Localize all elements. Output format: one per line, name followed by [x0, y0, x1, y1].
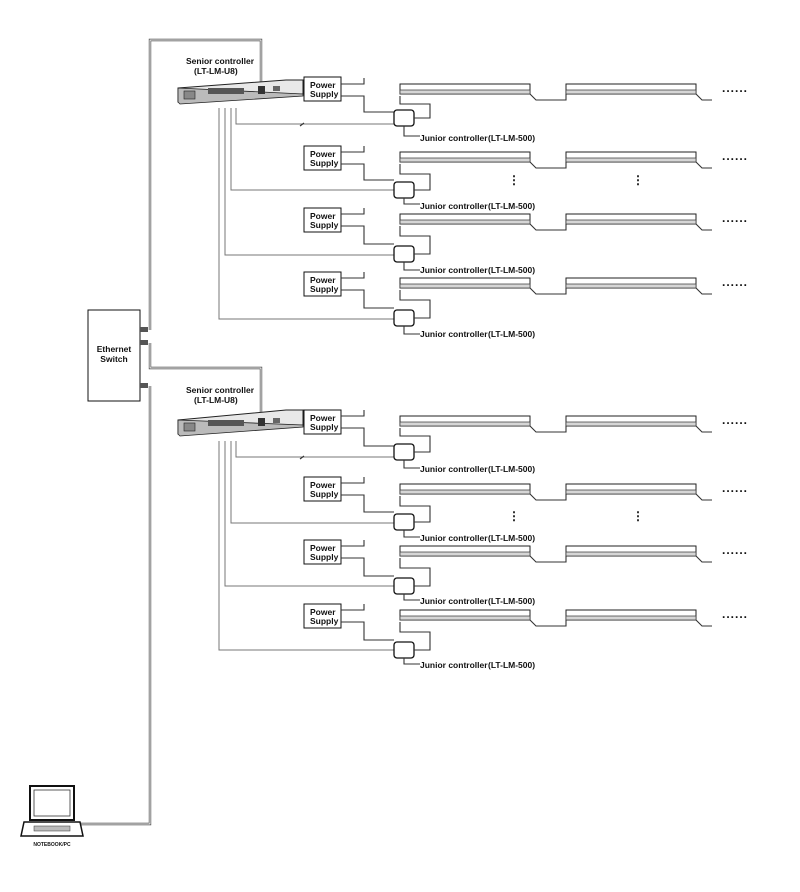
svg-text:Power: Power	[310, 607, 336, 617]
svg-text:Supply: Supply	[310, 220, 339, 230]
ethernet-backbone	[80, 38, 263, 826]
controller-group-1: Senior controller (LT-LM-U8) Power Suppl…	[177, 56, 748, 339]
svg-text:Power: Power	[310, 480, 336, 490]
light-bar-row-1b: ......	[399, 149, 748, 169]
power-supply-2c: Power Supply	[303, 539, 394, 577]
svg-text:Power: Power	[310, 275, 336, 285]
junior-controller-2b: Junior controller (LT-LM-500)	[393, 496, 535, 543]
junior-controller-label: Junior controller	[420, 133, 488, 143]
svg-text:Supply: Supply	[310, 422, 339, 432]
svg-text:Junior controller: Junior controller	[420, 660, 488, 670]
senior-controller-1-name: Senior controller	[186, 56, 255, 66]
junior-controller-model: (LT-LM-500)	[488, 133, 535, 143]
svg-text:⋮: ⋮	[508, 509, 521, 523]
svg-text:Power: Power	[310, 211, 336, 221]
light-bar-row-2a: ......	[399, 413, 748, 433]
svg-text:Junior controller: Junior controller	[420, 596, 488, 606]
power-supply-1d: Power Supply	[303, 271, 394, 309]
svg-text:Supply: Supply	[310, 552, 339, 562]
svg-text:(LT-LM-500): (LT-LM-500)	[488, 329, 535, 339]
junior-controller-2d: Junior controller (LT-LM-500)	[393, 622, 535, 670]
power-supply-1a: Power Supply	[303, 76, 394, 113]
svg-text:......: ......	[722, 211, 748, 225]
power-supply-label-line1: Power	[310, 80, 336, 90]
senior-controller-1	[177, 79, 304, 105]
notebook-label: NOTEBOOK/PC	[33, 842, 71, 848]
svg-text:Supply: Supply	[310, 616, 339, 626]
light-bar-row-2c: ......	[399, 543, 748, 563]
svg-text:(LT-LM-500): (LT-LM-500)	[488, 533, 535, 543]
junior-controller-1a: Junior controller (LT-LM-500)	[393, 96, 535, 143]
junior-controller-2c: Junior controller (LT-LM-500)	[393, 558, 535, 606]
controller-group-2: Senior controller (LT-LM-U8) Power Suppl…	[177, 385, 748, 670]
svg-text:(LT-LM-500): (LT-LM-500)	[488, 660, 535, 670]
ethernet-switch-label-line1: Ethernet	[97, 344, 132, 354]
svg-text:(LT-LM-500): (LT-LM-500)	[488, 265, 535, 275]
svg-text:......: ......	[722, 413, 748, 427]
svg-text:Power: Power	[310, 413, 336, 423]
power-supply-2a: Power Supply	[303, 409, 394, 447]
svg-text:(LT-LM-500): (LT-LM-500)	[488, 464, 535, 474]
svg-text:......: ......	[722, 543, 748, 557]
svg-text:⋮: ⋮	[632, 509, 645, 523]
svg-text:Junior controller: Junior controller	[420, 464, 488, 474]
svg-text:Power: Power	[310, 543, 336, 553]
power-supply-2d: Power Supply	[303, 603, 394, 641]
svg-text:Junior controller: Junior controller	[420, 329, 488, 339]
light-bar-row-1d: ......	[399, 275, 748, 295]
power-supply-1b: Power Supply	[303, 145, 394, 181]
senior-controller-2-name: Senior controller	[186, 385, 255, 395]
svg-text:⋮: ⋮	[508, 173, 521, 187]
light-bar-row-2b: ......	[399, 481, 748, 501]
svg-text:Power: Power	[310, 149, 336, 159]
svg-text:Supply: Supply	[310, 284, 339, 294]
power-supply-label-line2: Supply	[310, 89, 339, 99]
notebook-pc: NOTEBOOK/PC	[20, 785, 84, 848]
svg-text:(LT-LM-500): (LT-LM-500)	[488, 596, 535, 606]
senior-controller-2	[177, 409, 304, 437]
svg-text:......: ......	[722, 81, 748, 95]
ethernet-switch-label-line2: Switch	[100, 354, 127, 364]
svg-text:......: ......	[722, 275, 748, 289]
junior-controller-1b: Junior controller (LT-LM-500)	[393, 164, 535, 211]
svg-text:......: ......	[722, 607, 748, 621]
svg-text:......: ......	[722, 481, 748, 495]
svg-text:Supply: Supply	[310, 489, 339, 499]
power-supply-2b: Power Supply	[303, 476, 394, 513]
junior-controller-1d: Junior controller (LT-LM-500)	[393, 290, 535, 339]
junior-controller-1c: Junior controller (LT-LM-500)	[393, 226, 535, 275]
svg-text:Junior controller: Junior controller	[420, 201, 488, 211]
junior-controller-2a: Junior controller (LT-LM-500)	[393, 428, 535, 474]
svg-text:......: ......	[722, 149, 748, 163]
light-bar-row-1a: ......	[399, 81, 748, 101]
svg-text:Junior controller: Junior controller	[420, 265, 488, 275]
senior-controller-2-model: (LT-LM-U8)	[194, 395, 238, 405]
senior-controller-1-model: (LT-LM-U8)	[194, 66, 238, 76]
svg-text:⋮: ⋮	[632, 173, 645, 187]
power-supply-1c: Power Supply	[303, 207, 394, 245]
light-bar-row-2d: ......	[399, 607, 748, 627]
svg-text:Supply: Supply	[310, 158, 339, 168]
light-bar-row-1c: ......	[399, 211, 748, 231]
ethernet-switch: Ethernet Switch	[87, 309, 148, 402]
svg-text:(LT-LM-500): (LT-LM-500)	[488, 201, 535, 211]
svg-text:Junior controller: Junior controller	[420, 533, 488, 543]
